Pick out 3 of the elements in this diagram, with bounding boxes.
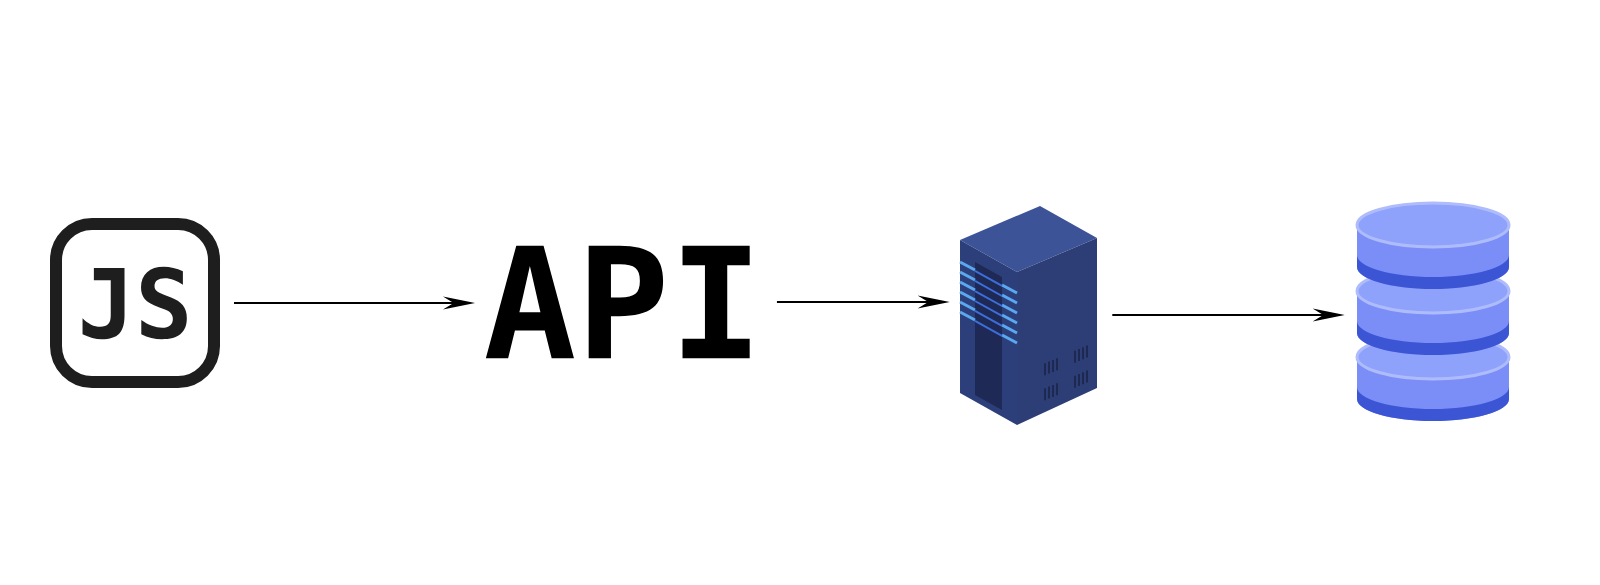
server-drawing — [959, 206, 1097, 425]
api-label: API — [485, 245, 750, 359]
database-drawing — [1355, 201, 1511, 421]
